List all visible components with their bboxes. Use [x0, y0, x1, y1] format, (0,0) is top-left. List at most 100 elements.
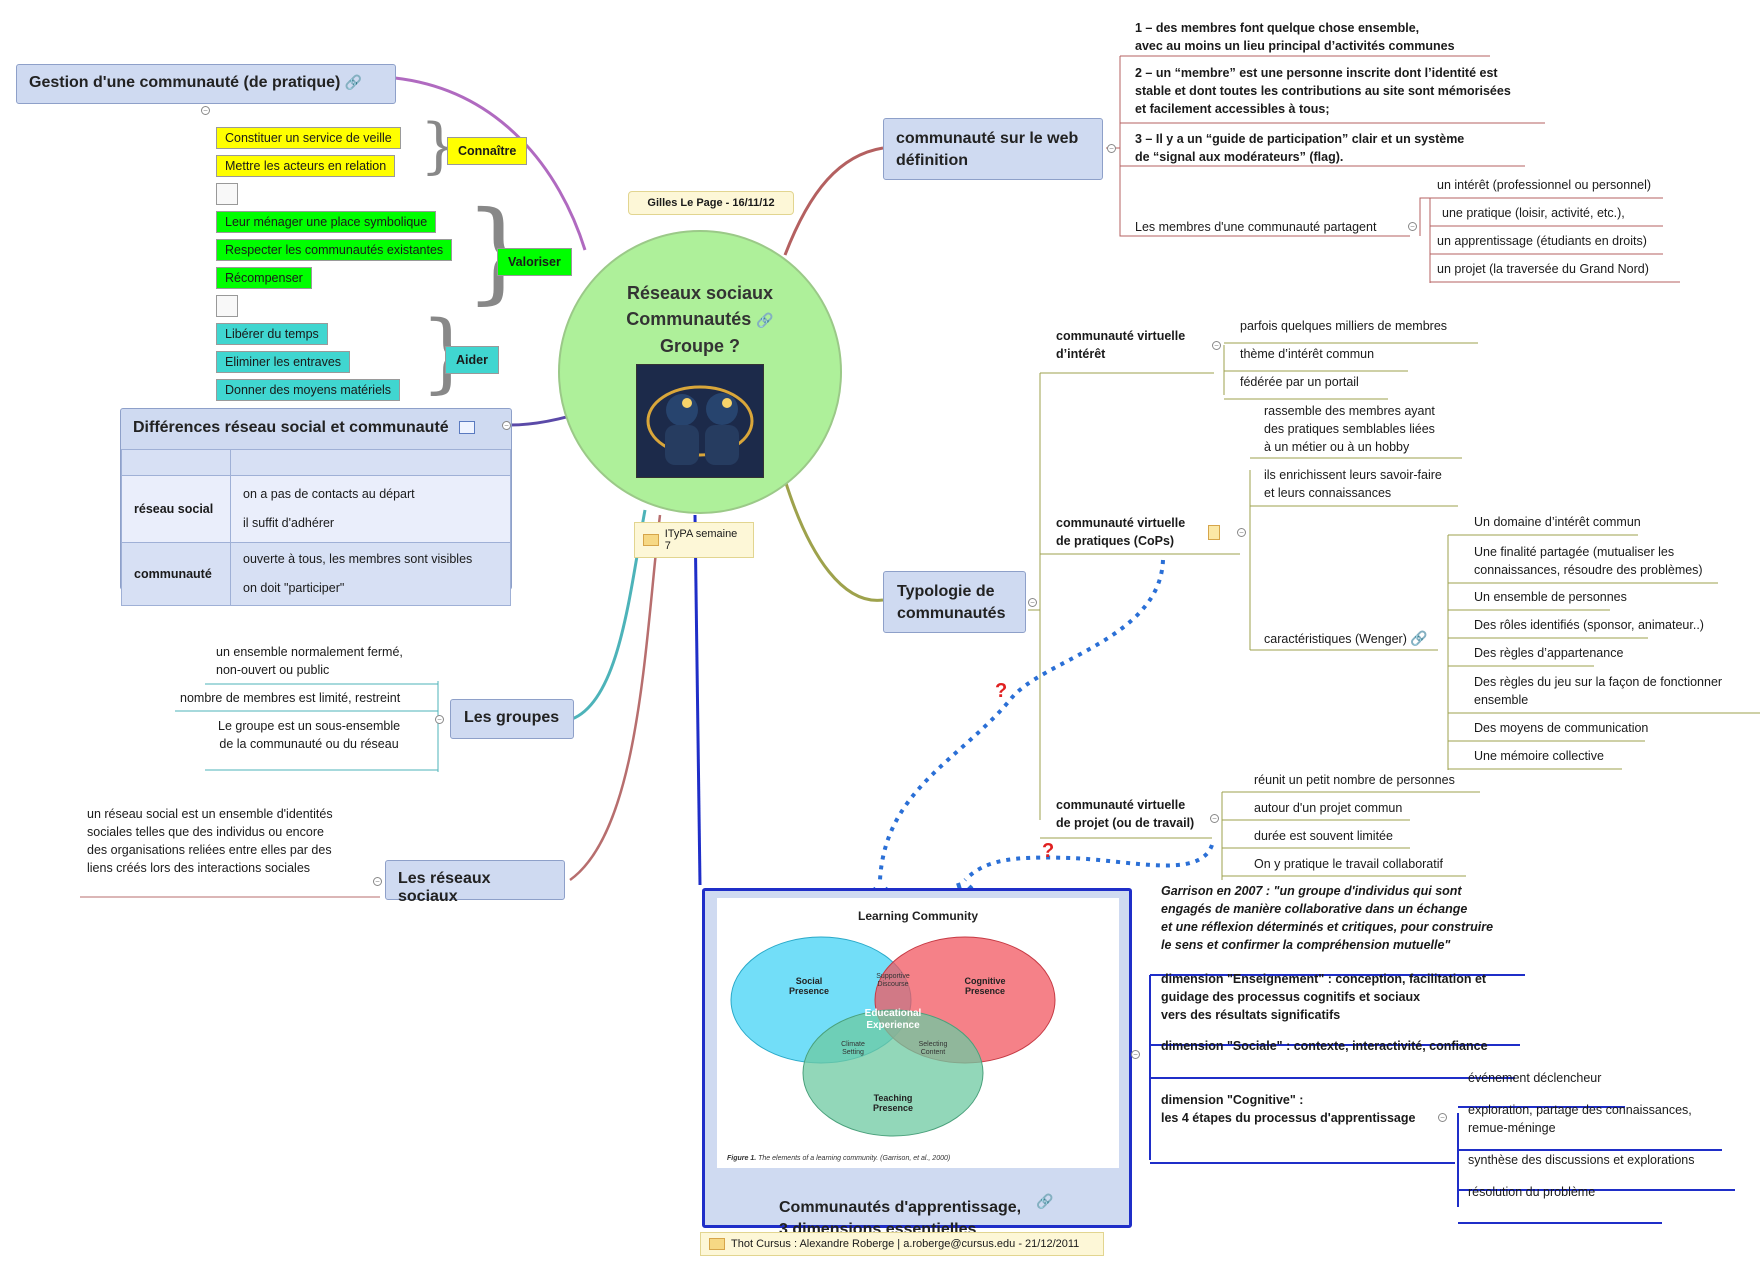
question-mark: ? — [995, 680, 1008, 702]
reseaux-definition[interactable]: un réseau social est un ensemble d'ident… — [87, 807, 333, 875]
cognitive-step[interactable]: résolution du problème — [1468, 1185, 1596, 1199]
collapse-toggle[interactable]: − — [502, 421, 511, 430]
topic-gestion[interactable]: Gestion d'une communauté (de pratique) 🔗 — [16, 64, 396, 104]
collapse-toggle[interactable]: − — [1408, 222, 1417, 231]
projet-item[interactable]: réunit un petit nombre de personnes — [1254, 773, 1455, 787]
empty-topic[interactable] — [216, 183, 238, 205]
collapse-toggle[interactable]: − — [373, 877, 382, 886]
central-image — [636, 364, 764, 478]
row-label: communauté — [121, 542, 231, 606]
web-share-item[interactable]: un intérêt (professionnel ou personnel) — [1437, 178, 1652, 192]
typologie-pratiques-label[interactable]: communauté virtuelle de pratiques (CoPs) — [1056, 516, 1186, 548]
interet-item[interactable]: thème d’intérêt commun — [1240, 347, 1375, 361]
note-icon — [643, 534, 659, 546]
garrison-quote[interactable]: Garrison en 2007 : "un groupe d'individu… — [1161, 884, 1494, 952]
groupe-item[interactable]: un ensemble normalement fermé, non-ouver… — [216, 645, 403, 677]
topic-differences[interactable]: Différences réseau social et communauté … — [120, 408, 512, 606]
comparison-table: réseau social on a pas de contacts au dé… — [121, 449, 511, 606]
projet-item[interactable]: On y pratique le travail collaboratif — [1254, 857, 1443, 871]
collapse-toggle[interactable]: − — [1438, 1113, 1447, 1122]
link-icon[interactable]: 🔗 — [344, 74, 363, 90]
web-share-item[interactable]: un apprentissage (étudiants en droits) — [1437, 234, 1647, 248]
pratiques-item[interactable]: rassemble des membres ayant des pratique… — [1264, 404, 1435, 454]
summary-aider[interactable]: Aider — [445, 346, 499, 374]
gestion-item[interactable]: Leur ménager une place symbolique — [216, 211, 437, 233]
link-icon[interactable]: 🔗 — [756, 312, 774, 328]
row-value: ouverte à tous, les membres sont visible… — [243, 552, 473, 566]
collapse-toggle[interactable]: − — [201, 106, 210, 115]
gestion-item[interactable]: Donner des moyens matériels — [216, 379, 401, 401]
gestion-item[interactable]: Constituer un service de veille — [216, 127, 401, 149]
empty-topic[interactable] — [216, 295, 238, 317]
cognitive-step[interactable]: exploration, partage des connaissances, … — [1468, 1103, 1692, 1135]
topic-groupes[interactable]: Les groupes — [450, 699, 574, 739]
table-icon[interactable] — [459, 421, 476, 435]
groupe-item[interactable]: nombre de membres est limité, restreint — [180, 691, 401, 705]
wenger-item[interactable]: Des règles du jeu sur la façon de foncti… — [1474, 675, 1723, 707]
collapse-toggle[interactable]: − — [435, 715, 444, 724]
row-value: on a pas de contacts au départ — [243, 487, 415, 501]
collapse-toggle[interactable]: − — [1131, 1050, 1140, 1059]
web-definition-item[interactable]: 2 – un “membre” est une personne inscrit… — [1135, 66, 1511, 116]
dimension-cognitive[interactable]: dimension "Cognitive" : les 4 étapes du … — [1161, 1093, 1416, 1125]
central-topic[interactable]: Réseaux sociaux Communautés 🔗 Groupe ? — [558, 230, 842, 514]
row-label: réseau social — [121, 475, 231, 543]
wenger-item[interactable]: Une mémoire collective — [1474, 749, 1604, 763]
interet-item[interactable]: parfois quelques milliers de membres — [1240, 319, 1448, 333]
web-definition-item[interactable]: 1 – des membres font quelque chose ensem… — [1135, 21, 1455, 53]
projet-item[interactable]: durée est souvent limitée — [1254, 829, 1393, 843]
gestion-item[interactable]: Respecter les communautés existantes — [216, 239, 453, 261]
web-share-item[interactable]: une pratique (loisir, activité, etc.), — [1442, 206, 1625, 220]
svg-text:Learning Community: Learning Community — [858, 909, 978, 923]
topic-typologie[interactable]: Typologie de communautés — [883, 571, 1026, 633]
note-icon — [709, 1238, 725, 1250]
wenger-item[interactable]: Des règles d’appartenance — [1474, 646, 1624, 660]
itypa-note: ITyPA semaine 7 — [634, 522, 754, 558]
summary-connaitre[interactable]: Connaître — [447, 137, 528, 165]
link-icon[interactable]: 🔗 — [1410, 630, 1428, 646]
gestion-item[interactable]: Libérer du temps — [216, 323, 328, 345]
cognitive-step[interactable]: synthèse des discussions et explorations — [1468, 1153, 1695, 1167]
collapse-toggle[interactable]: − — [1237, 528, 1246, 537]
row-value: on doit "participer" — [243, 581, 345, 595]
summary-valoriser[interactable]: Valoriser — [497, 248, 572, 276]
typologie-interet-label[interactable]: communauté virtuelle d’intérêt — [1056, 329, 1186, 361]
note-icon[interactable] — [1208, 525, 1220, 540]
gestion-item[interactable]: Mettre les acteurs en relation — [216, 155, 396, 177]
interet-item[interactable]: fédérée par un portail — [1240, 375, 1359, 389]
wenger-item[interactable]: Un ensemble de personnes — [1474, 590, 1627, 604]
web-share-item[interactable]: un projet (la traversée du Grand Nord) — [1437, 262, 1649, 276]
author-note: Gilles Le Page - 16/11/12 — [628, 191, 794, 215]
gestion-item[interactable]: Récompenser — [216, 267, 312, 289]
projet-item[interactable]: autour d'un projet commun — [1254, 801, 1403, 815]
central-title: Réseaux sociaux Communautés 🔗 Groupe ? — [626, 283, 774, 356]
collapse-toggle[interactable]: − — [1212, 341, 1221, 350]
link-icon[interactable]: 🔗 — [1036, 1193, 1054, 1209]
collapse-toggle[interactable]: − — [1210, 814, 1219, 823]
wenger-label[interactable]: caractéristiques (Wenger) 🔗 — [1264, 630, 1428, 646]
pratiques-item[interactable]: ils enrichissent leurs savoir-faire et l… — [1264, 468, 1442, 500]
topic-reseaux[interactable]: Les réseaux sociaux — [385, 860, 565, 905]
web-definition-item[interactable]: 3 – Il y a un “guide de participation” c… — [1135, 132, 1465, 164]
collapse-toggle[interactable]: − — [1107, 144, 1116, 153]
topic-web-definition[interactable]: communauté sur le web définition — [883, 118, 1103, 180]
wenger-item[interactable]: Des rôles identifiés (sponsor, animateur… — [1474, 618, 1704, 632]
wenger-item[interactable]: Une finalité partagée (mutualiser les co… — [1474, 545, 1703, 577]
gestion-item[interactable]: Eliminer les entraves — [216, 351, 351, 373]
dimension-enseignement[interactable]: dimension "Enseignement" : conception, f… — [1161, 972, 1487, 1022]
wenger-item[interactable]: Des moyens de communication — [1474, 721, 1649, 735]
typologie-projet-label[interactable]: communauté virtuelle de projet (ou de tr… — [1056, 798, 1195, 830]
cognitive-step[interactable]: événement déclencheur — [1468, 1071, 1602, 1085]
collapse-toggle[interactable]: − — [1028, 598, 1037, 607]
groupe-item[interactable]: Le groupe est un sous-ensemble de la com… — [218, 719, 401, 751]
web-share-label[interactable]: Les membres d'une communauté partagent — [1135, 220, 1377, 234]
dimension-sociale[interactable]: dimension "Sociale" : contexte, interact… — [1161, 1039, 1488, 1053]
wenger-item[interactable]: Un domaine d’intérêt commun — [1474, 515, 1641, 529]
